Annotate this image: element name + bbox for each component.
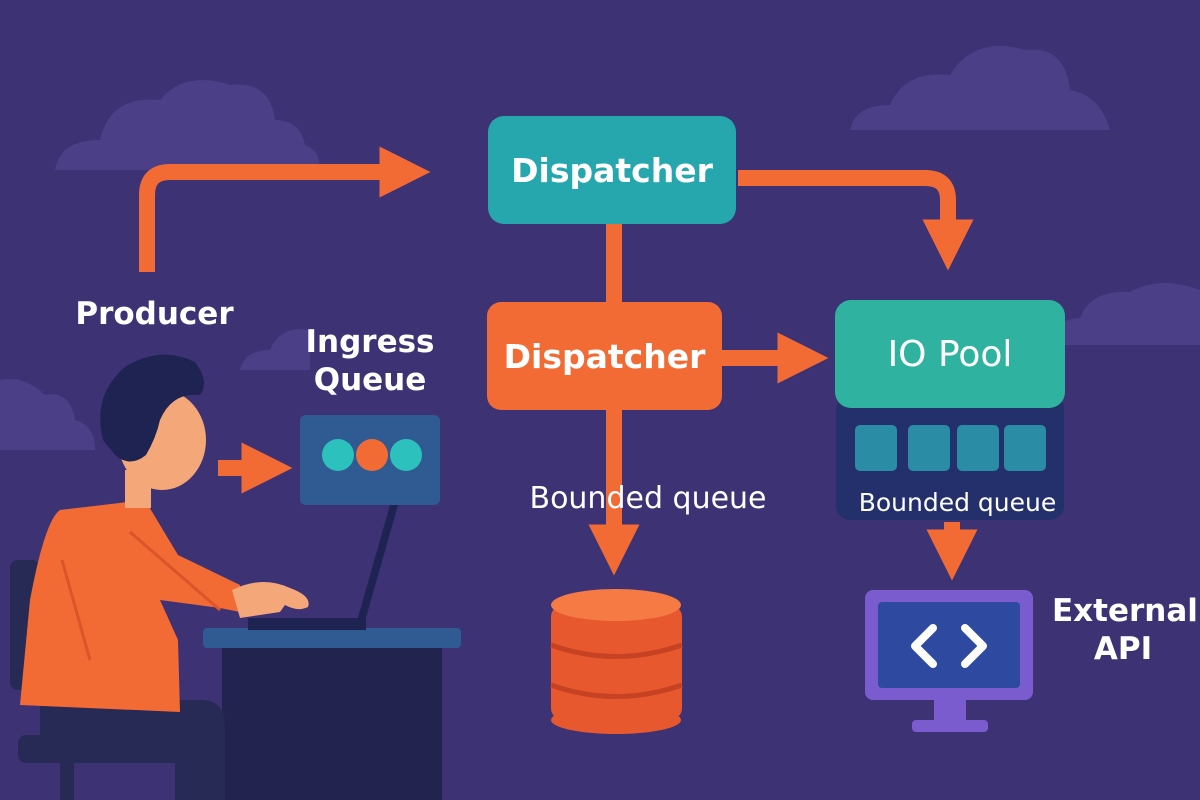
bounded-queue-right-label: Bounded queue — [858, 488, 1057, 517]
cloud-icon — [55, 80, 320, 170]
io-pool-node: IO Pool — [835, 300, 1065, 408]
ingress-queue-box — [300, 415, 440, 505]
monitor-code-icon — [865, 590, 1033, 732]
cloud-icon — [240, 329, 310, 370]
external-api-label: External API — [1052, 593, 1198, 667]
ingress-queue-label: Ingress Queue — [305, 324, 435, 398]
bounded-queue-left-label: Bounded queue — [529, 481, 767, 516]
dispatcher-top-node: Dispatcher — [488, 116, 736, 224]
dispatcher-top-label: Dispatcher — [511, 150, 713, 190]
database-icon — [550, 589, 683, 734]
arrow-producer-to-dispatcher — [139, 146, 431, 272]
person-icon — [10, 354, 461, 800]
dispatcher-mid-label: Dispatcher — [503, 336, 706, 376]
cloud-icon — [850, 45, 1110, 130]
arrow-dispatcher-to-iopool — [738, 170, 974, 271]
dispatcher-mid-node: Dispatcher — [487, 302, 722, 410]
producer-label: Producer — [75, 296, 234, 332]
cloud-icon — [1040, 282, 1200, 345]
io-pool-label: IO Pool — [887, 333, 1013, 375]
laptop-icon — [248, 505, 398, 630]
cloud-icon — [0, 379, 95, 450]
io-pool-queue-panel — [836, 395, 1064, 520]
